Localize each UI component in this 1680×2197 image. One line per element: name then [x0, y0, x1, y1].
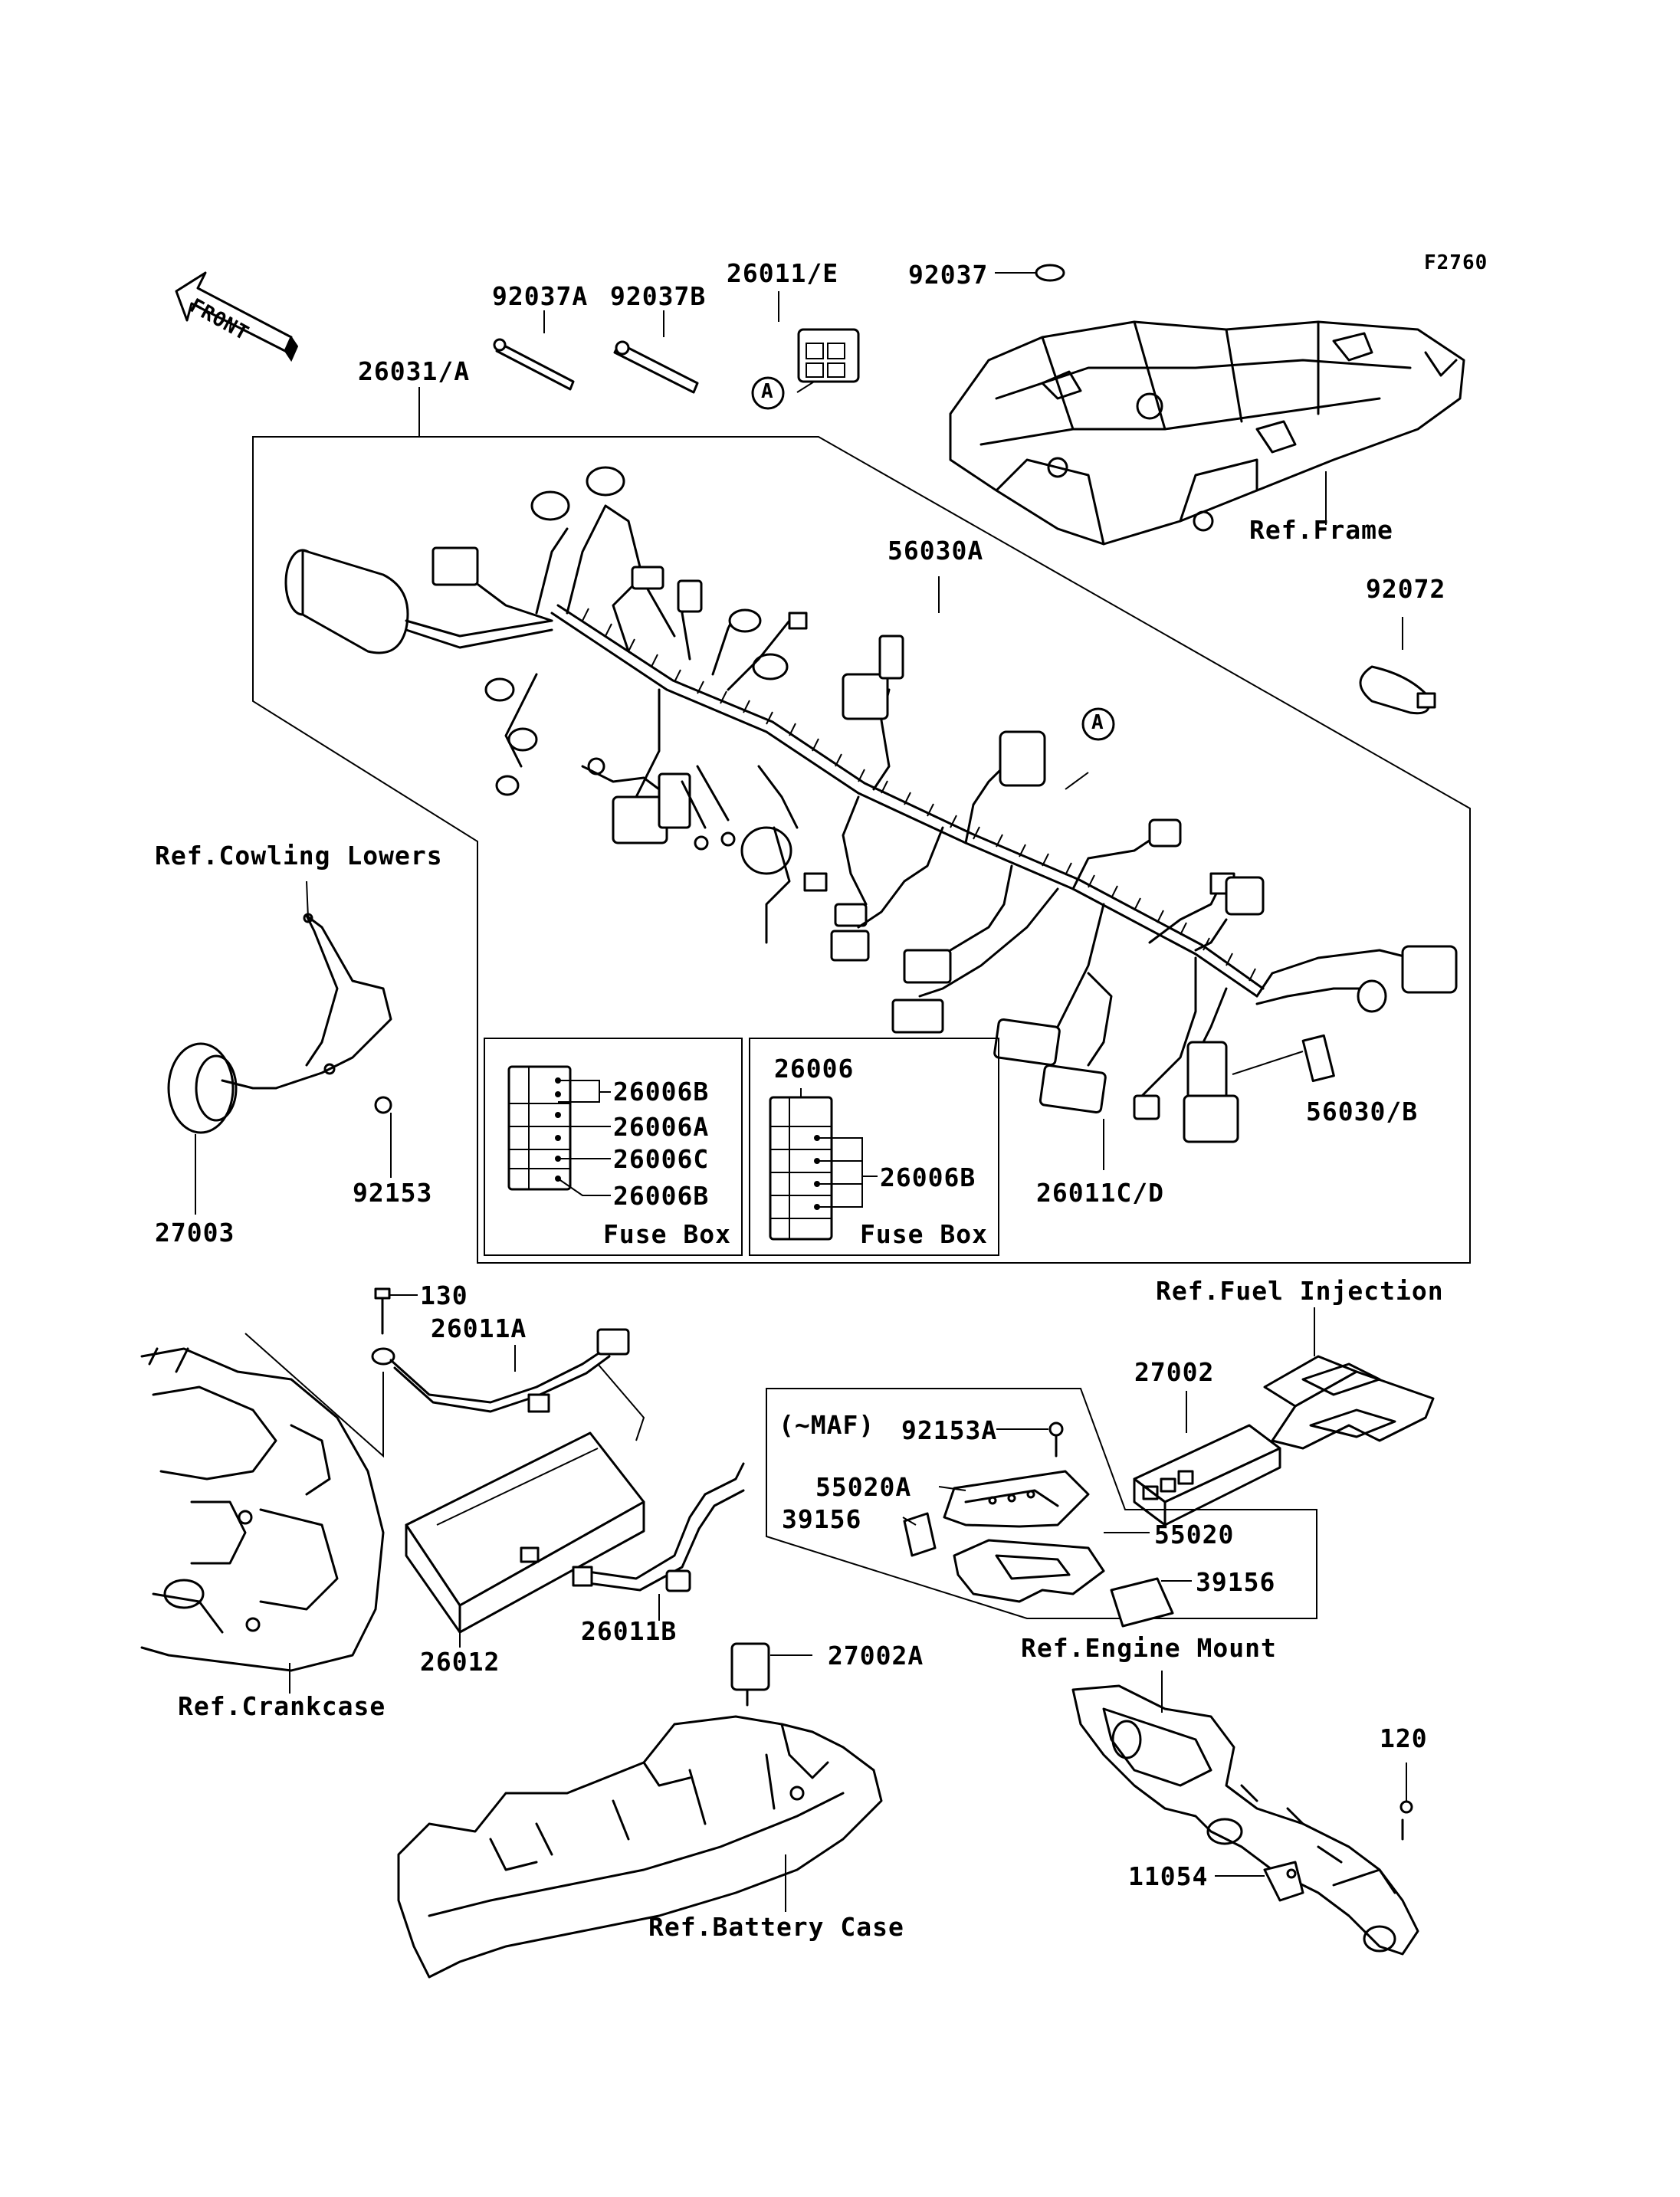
- fuse-left-part-3: 26006C: [613, 1144, 710, 1174]
- harness-branches: [431, 466, 1458, 1143]
- label-120: 120: [1380, 1723, 1428, 1753]
- label-92153: 92153: [353, 1178, 433, 1208]
- band-92037B: [613, 340, 699, 394]
- label-92037A: 92037A: [492, 281, 589, 311]
- battery-case-drawing: [397, 1715, 883, 1979]
- label-55020: 55020: [1154, 1520, 1235, 1549]
- callout-a-top: A: [761, 380, 774, 403]
- label-ref-engine-mount: Ref.Engine Mount: [1021, 1633, 1277, 1663]
- label-26031A: 26031/A: [358, 356, 471, 386]
- label-26012: 26012: [420, 1647, 500, 1677]
- horn-27003: [167, 913, 392, 1134]
- label-92072: 92072: [1366, 574, 1446, 604]
- maf-enclosure: [766, 1388, 1317, 1619]
- label-ref-fuel-injection: Ref.Fuel Injection: [1156, 1276, 1444, 1306]
- label-56030B: 56030/B: [1306, 1097, 1419, 1126]
- label-11054: 11054: [1128, 1861, 1209, 1891]
- harness-spine: [550, 604, 1265, 998]
- fuel-injection-bracket: [1263, 1355, 1435, 1450]
- label-92037: 92037: [908, 260, 989, 290]
- fuse-left-part-4: 26006B: [613, 1181, 710, 1211]
- strap-92037A: [493, 338, 575, 391]
- maf-parts: [903, 1421, 1174, 1628]
- figure-code: F2760: [1424, 251, 1488, 274]
- cable-26011A: [371, 1328, 630, 1413]
- label-26011A: 26011A: [431, 1313, 527, 1343]
- relay-27002A: [730, 1642, 770, 1707]
- label-56030A: 56030A: [888, 536, 984, 566]
- label-26011B: 26011B: [581, 1616, 678, 1646]
- label-92037B: 92037B: [610, 281, 707, 311]
- label-92153A: 92153A: [901, 1415, 998, 1445]
- fuse-box-right-frame: [749, 1038, 999, 1256]
- label-ref-battery-case: Ref.Battery Case: [648, 1912, 904, 1942]
- fuse-right-header: 26006: [774, 1054, 855, 1084]
- callout-a-harness: A: [1091, 711, 1104, 734]
- tie-band-92072: [1359, 665, 1436, 715]
- label-26011E: 26011/E: [727, 258, 839, 288]
- label-27002: 27002: [1134, 1357, 1215, 1387]
- fuse-left-part-1: 26006B: [613, 1077, 710, 1107]
- label-26011CD: 26011C/D: [1036, 1178, 1164, 1208]
- harness-boot: [284, 549, 553, 654]
- label-130: 130: [420, 1280, 468, 1310]
- bolt-130: [374, 1287, 391, 1335]
- frame-drawing: [949, 320, 1465, 546]
- engine-mount-drawing: [1071, 1684, 1419, 1956]
- label-ref-cowling-lowers: Ref.Cowling Lowers: [155, 841, 443, 871]
- bolt-120: [1399, 1800, 1413, 1841]
- cable-26011B: [572, 1462, 745, 1592]
- harness-enclosure: [252, 436, 1471, 1264]
- label-27002A: 27002A: [828, 1641, 924, 1671]
- label-39156-a: 39156: [782, 1504, 862, 1534]
- fuse-right-part-1: 26006B: [880, 1162, 976, 1192]
- label-39156-b: 39156: [1196, 1567, 1276, 1597]
- label-27003: 27003: [155, 1218, 235, 1248]
- label-ref-frame: Ref.Frame: [1249, 515, 1393, 545]
- label-55020A: 55020A: [815, 1472, 912, 1502]
- label-ref-crankcase: Ref.Crankcase: [178, 1691, 386, 1721]
- ecu-27002: [1133, 1424, 1281, 1526]
- maf-title: (~MAF): [779, 1410, 875, 1440]
- crankcase-drawing: [140, 1347, 385, 1672]
- module-26012: [405, 1431, 645, 1634]
- fuse-box-right-title: Fuse Box: [860, 1219, 988, 1249]
- connector-26011E: [797, 328, 860, 383]
- bracket-11054: [1263, 1861, 1304, 1902]
- fuse-box-left-frame: [484, 1038, 743, 1256]
- fuse-left-part-2: 26006A: [613, 1112, 710, 1142]
- fuse-box-left-title: Fuse Box: [603, 1219, 731, 1249]
- front-arrow-icon: [175, 271, 299, 362]
